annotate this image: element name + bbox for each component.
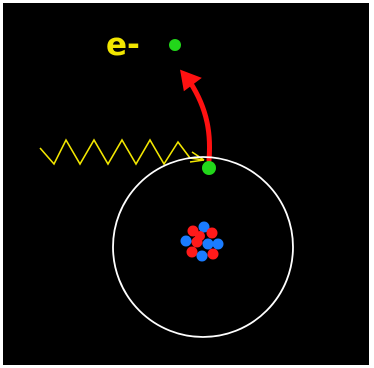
electron-label: e- [106,27,140,63]
neutron [180,235,192,247]
electron-orbit [112,156,294,338]
photon-wave-icon [39,138,205,166]
diagram-background [3,3,369,365]
proton [207,248,219,260]
ejection-arrow [180,69,213,163]
neutron [212,238,224,250]
proton [186,246,198,258]
proton [195,231,205,241]
ejected-electron [169,39,181,51]
proton [206,227,218,239]
nucleus [180,221,224,262]
neutron [202,238,214,250]
neutron [196,250,208,262]
orbit-electron [202,161,216,175]
neutron [198,221,210,233]
